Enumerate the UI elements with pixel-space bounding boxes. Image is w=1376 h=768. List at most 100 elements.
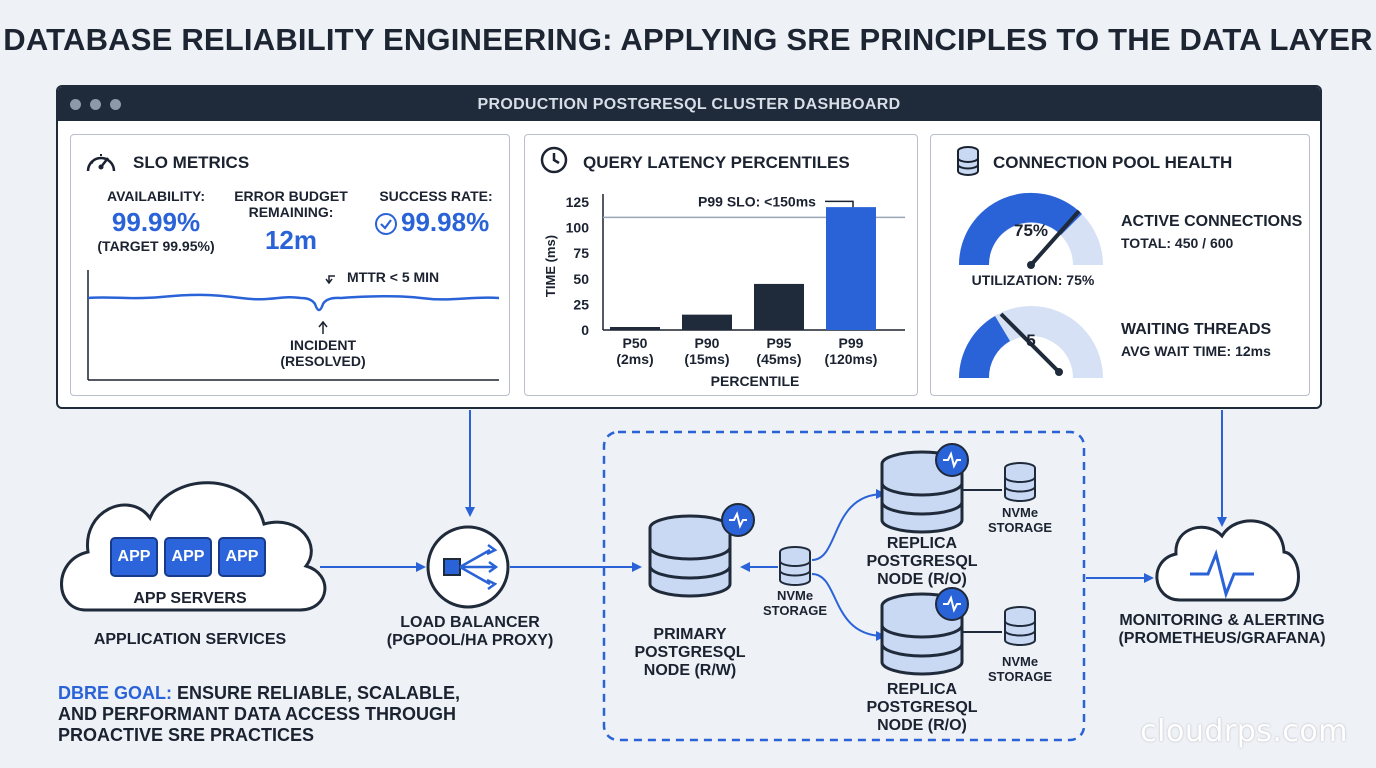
error-budget-value: 12m (264, 225, 318, 255)
replica-node-label-top: REPLICA POSTGRESQL NODE (R/O) (852, 535, 992, 589)
pool-panel-title: CONNECTION POOL HEALTH (993, 153, 1233, 172)
window-dot-icon[interactable] (70, 99, 81, 110)
availability-label: AVAILABILITY: (107, 188, 205, 204)
latency-bar (610, 327, 660, 330)
availability-value: 99.99% (111, 207, 201, 237)
primary-nvme-label: NVMe STORAGE (755, 588, 835, 618)
primary-nvme-icon (779, 546, 811, 586)
page-title: DATABASE RELIABILITY ENGINEERING: APPLYI… (3, 22, 1373, 57)
nvme-label-line: NVMe (776, 588, 814, 603)
load-balancer-label-line: (PGPOOL/HA PROXY) (386, 632, 554, 649)
latency-bar (826, 207, 876, 330)
replica-label-line: REPLICA (886, 681, 958, 698)
primary-node-label-line: POSTGRESQL (634, 644, 746, 661)
replication-arrow-bottom (811, 573, 886, 641)
x-tick-label: (120ms) (825, 351, 878, 367)
slo-reference-label: P99 SLO: <150ms (698, 193, 816, 209)
x-tick-label: P50 (623, 335, 648, 351)
application-services-label: APPLICATION SERVICES (93, 631, 287, 648)
error-budget-label-line: ERROR BUDGET (234, 188, 348, 204)
app-servers-label: APP SERVERS (133, 590, 247, 607)
utilization-label: UTILIZATION: 75% (971, 272, 1095, 288)
app-server-box[interactable]: APP (110, 537, 158, 577)
incident-label: INCIDENT (RESOLVED) (263, 337, 383, 369)
window-dot-icon[interactable] (110, 99, 121, 110)
database-icon (957, 146, 979, 176)
replica-label-line: NODE (R/O) (877, 571, 967, 588)
app-server-box[interactable]: APP (218, 537, 266, 577)
availability-target: (TARGET 99.95%) (97, 238, 215, 254)
cluster-boundary (602, 430, 1086, 742)
waiting-threads-gauge-value: 5 (1026, 331, 1036, 350)
dbre-goal-line: ENSURE RELIABLE, SCALABLE, (172, 683, 461, 703)
monitoring-label-line: MONITORING & ALERTING (1119, 612, 1325, 629)
waiting-threads-gauge (959, 306, 1103, 378)
y-tick-label: 0 (581, 322, 589, 338)
watermark: cloudrps.com (1140, 714, 1348, 749)
y-tick-label: 75 (573, 245, 589, 261)
y-tick-label: 50 (573, 271, 589, 287)
replica-node-label-bottom: REPLICA POSTGRESQL NODE (R/O) (852, 681, 992, 735)
load-balancer-label-line: LOAD BALANCER (400, 614, 540, 631)
dbre-goal-highlight: DBRE GOAL: (58, 683, 172, 703)
y-tick-label: 125 (566, 194, 590, 210)
heartbeat-icon (1190, 549, 1254, 599)
window-title-bar: PRODUCTION POSTGRESQL CLUSTER DASHBOARD (58, 87, 1320, 121)
y-tick-label: 25 (573, 296, 589, 312)
replica-nvme-icon-bottom (1004, 606, 1036, 646)
primary-db-icon (648, 514, 732, 598)
load-balancer-icon (426, 525, 510, 609)
utilization-gauge-value: 75% (1013, 221, 1049, 240)
error-budget-label-line: REMAINING: (248, 204, 334, 220)
utilization-gauge (958, 192, 1103, 269)
x-tick-label: (45ms) (756, 351, 801, 367)
pulse-icon (935, 587, 969, 621)
primary-node-label-line: NODE (R/W) (643, 662, 737, 679)
waiting-threads-avg: AVG WAIT TIME: 12ms (1121, 343, 1271, 359)
replica-label-line: POSTGRESQL (866, 553, 978, 570)
incident-label-line: (RESOLVED) (280, 353, 366, 369)
x-tick-label: P90 (695, 335, 720, 351)
window-dot-icon[interactable] (90, 99, 101, 110)
window-title: PRODUCTION POSTGRESQL CLUSTER DASHBOARD (477, 96, 901, 113)
app-server-box[interactable]: APP (164, 537, 212, 577)
primary-node-label-line: PRIMARY (653, 626, 727, 643)
replica-nvme-icon-top (1004, 462, 1036, 502)
replica-label-line: NODE (R/O) (877, 717, 967, 734)
connection-pool-panel: CONNECTION POOL HEALTH 75% UTILIZATION: … (930, 134, 1310, 396)
monitoring-cloud (1155, 519, 1300, 602)
x-tick-label: (2ms) (616, 351, 653, 367)
x-axis-label: PERCENTILE (711, 373, 800, 389)
mttr-label: MTTR < 5 MIN (347, 269, 440, 285)
x-tick-label: P95 (767, 335, 792, 351)
active-connections-title: ACTIVE CONNECTIONS (1121, 213, 1303, 230)
y-axis-label: TIME (ms) (543, 235, 558, 297)
success-rate-label: SUCCESS RATE: (379, 188, 493, 204)
monitoring-label: MONITORING & ALERTING (PROMETHEUS/GRAFAN… (1112, 612, 1332, 648)
nvme-label-line: STORAGE (762, 603, 828, 618)
dbre-goal: DBRE GOAL: ENSURE RELIABLE, SCALABLE, AN… (58, 683, 460, 746)
dbre-goal-line: AND PERFORMANT DATA ACCESS THROUGH (58, 704, 456, 724)
check-circle-icon (375, 213, 397, 235)
active-connections-total: TOTAL: 450 / 600 (1121, 235, 1234, 251)
error-budget-label: ERROR BUDGET REMAINING: (231, 188, 351, 220)
pulse-icon (721, 503, 755, 537)
replication-arrow-top (811, 489, 886, 561)
y-tick-label: 100 (566, 220, 590, 236)
clock-icon (540, 146, 568, 174)
replica-nvme-label-top: NVMe STORAGE (980, 505, 1060, 535)
nvme-label-line: STORAGE (987, 669, 1053, 684)
availability-line-chart (87, 270, 500, 381)
monitoring-label-line: (PROMETHEUS/GRAFANA) (1118, 630, 1326, 647)
slo-panel-title: SLO METRICS (133, 153, 250, 172)
replica-label-line: POSTGRESQL (866, 699, 978, 716)
x-tick-label: P99 (839, 335, 864, 351)
dbre-goal-line: PROACTIVE SRE PRACTICES (58, 725, 315, 745)
speedometer-icon (86, 154, 116, 172)
slo-metrics-panel: SLO METRICS AVAILABILITY: 99.99% (TARGET… (70, 134, 510, 396)
replica-label-line: REPLICA (886, 535, 958, 552)
nvme-label-line: STORAGE (987, 520, 1053, 535)
nvme-label-line: NVMe (1001, 505, 1039, 520)
